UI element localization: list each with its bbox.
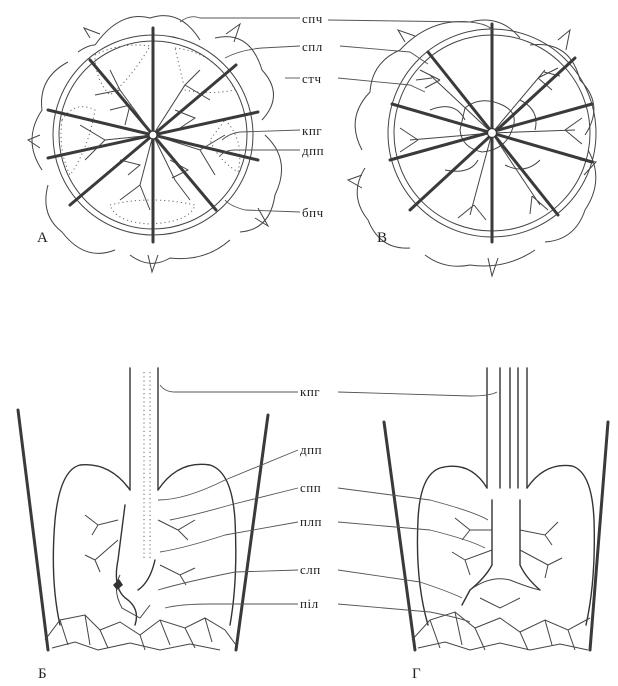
panel-label-a: A [37,230,48,246]
label-bpch: бпч [302,205,324,220]
panel-b-cyr-vertical-section [18,368,268,650]
label-kpg-top: кпг [302,123,322,138]
panel-a-flower-cross-section [28,16,282,272]
top-leader-lines [180,17,492,212]
label-spp: спп [300,480,321,495]
label-slp: слп [300,562,321,577]
panel-label-b: B [377,230,387,246]
panel-label-g: Г [412,666,421,682]
panel-label-b-cyr: Б [38,666,47,682]
label-spch: спч [302,11,323,26]
label-spl: спл [302,39,323,54]
bottom-leader-lines [158,385,497,622]
label-dpp-top: дпп [302,143,324,158]
label-kpg-bottom: кпг [300,384,320,399]
panel-g-vertical-section [384,368,608,650]
label-stch: стч [302,71,322,86]
label-pil: піл [300,596,319,611]
label-dpp-bottom: дпп [300,442,322,457]
label-plp: плп [300,514,322,529]
